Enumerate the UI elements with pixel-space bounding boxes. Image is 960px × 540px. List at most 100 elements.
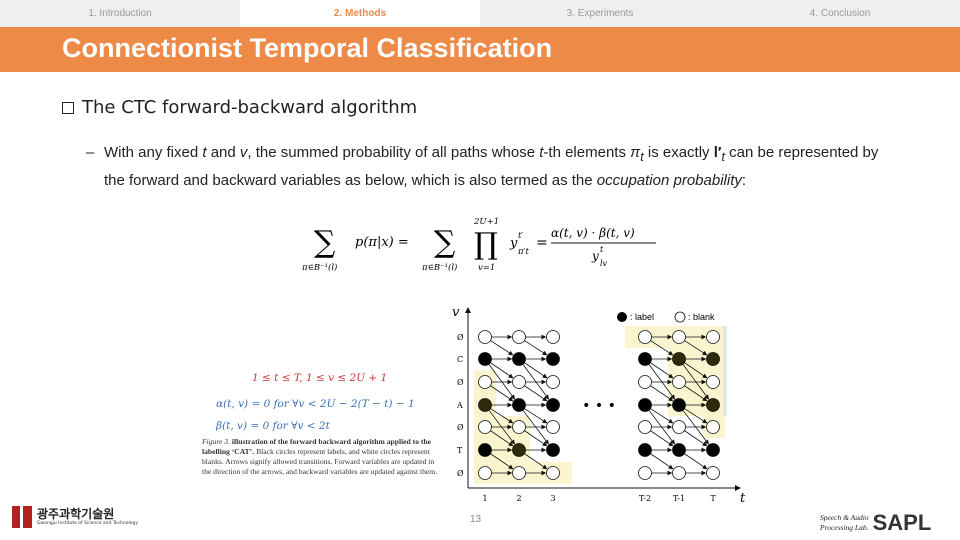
label-node xyxy=(546,443,560,457)
occupation-formula: ∑ π∈B⁻¹(l) p(π|x) = ∑ π∈B⁻¹(l) 2U+1 ∏ v=… xyxy=(301,217,656,273)
lab-line1: Speech & Audio xyxy=(820,513,869,522)
v-axis-label: v xyxy=(452,305,460,320)
label-node xyxy=(512,352,526,366)
math-v: v xyxy=(239,144,248,161)
gist-logo: 광주과학기술원 Gwangju Institute of Science and… xyxy=(12,506,138,528)
text-part: is exactly xyxy=(643,144,714,161)
blank-node xyxy=(672,375,686,389)
beta-condition: β(t, v) = 0 for ∀v < 2t xyxy=(216,420,330,432)
transition-arrow xyxy=(524,362,548,379)
transition-arrow xyxy=(684,340,708,356)
blank-node xyxy=(638,420,652,434)
col-label: T-2 xyxy=(639,494,651,503)
transition-arrow xyxy=(524,430,548,447)
blank-node xyxy=(546,466,560,480)
text-part: can be represented by the forward and ba… xyxy=(104,144,879,189)
blank-node xyxy=(512,330,526,344)
label-node xyxy=(672,398,686,412)
tab-experiments[interactable]: 3. Experiments xyxy=(566,8,634,19)
row-label: Ø xyxy=(457,378,464,387)
transition-arrow xyxy=(522,363,550,400)
bullet-text: The CTC forward-backward algorithm xyxy=(82,97,418,118)
tab-methods[interactable]: 2. Methods xyxy=(240,0,480,27)
transition-arrow xyxy=(684,385,708,402)
label-node xyxy=(706,398,720,412)
label-node xyxy=(672,352,686,366)
sum-symbol: ∑ xyxy=(314,225,336,260)
label-node xyxy=(478,443,492,457)
sub-bullet-text: With any fixed t and v, the summed proba… xyxy=(104,141,886,192)
math-pi: π xyxy=(630,144,641,161)
label-node xyxy=(672,443,686,457)
transition-arrow xyxy=(490,408,514,424)
section-tabs: 1. Introduction 2. Methods 3. Experiment… xyxy=(0,0,960,27)
blank-node xyxy=(706,466,720,480)
blank-node xyxy=(706,330,720,344)
math-l: l′ xyxy=(713,144,722,161)
blank-node xyxy=(638,375,652,389)
label-node xyxy=(638,398,652,412)
tab-conclusion[interactable]: 4. Conclusion xyxy=(809,8,871,19)
blank-node xyxy=(706,375,720,389)
blank-node xyxy=(546,375,560,389)
blank-node xyxy=(672,420,686,434)
transition-arrow xyxy=(650,362,674,379)
transition-arrow xyxy=(488,363,516,400)
transition-arrow xyxy=(490,340,514,356)
transition-arrows xyxy=(488,334,710,476)
transition-arrow xyxy=(490,430,514,447)
trellis-nodes xyxy=(478,330,720,480)
blank-node xyxy=(512,420,526,434)
text-part: , the summed probability of all paths wh… xyxy=(247,144,540,161)
transition-arrow xyxy=(684,362,708,379)
page-number: 13 xyxy=(470,514,482,525)
lab-line2: Processing Lab. xyxy=(820,523,869,532)
y-sub: π′t xyxy=(517,247,530,257)
legend-label-text: : label xyxy=(630,312,654,322)
label-node xyxy=(546,352,560,366)
blank-node xyxy=(512,375,526,389)
legend-blank-text: : blank xyxy=(688,312,715,322)
main-bullet: The CTC forward-backward algorithm xyxy=(62,97,417,118)
transition-arrow xyxy=(682,363,710,400)
den-y: y xyxy=(591,249,599,263)
transition-arrow xyxy=(650,408,674,424)
math-t: t xyxy=(202,144,207,161)
label-node xyxy=(478,352,492,366)
transition-arrow xyxy=(648,363,676,400)
blank-node xyxy=(478,375,492,389)
transition-arrow xyxy=(524,408,548,424)
den-sup: t xyxy=(600,245,604,254)
caption-fig-label: Figure 3. xyxy=(202,437,230,446)
blank-node xyxy=(546,330,560,344)
label-node xyxy=(638,352,652,366)
range-condition: 1 ≤ t ≤ T, 1 ≤ v ≤ 2U + 1 xyxy=(252,372,388,384)
title-bar: Connectionist Temporal Classification xyxy=(0,27,960,72)
text-part: and xyxy=(206,144,240,161)
blank-node xyxy=(512,466,526,480)
transition-arrow xyxy=(684,408,708,424)
col-label: T-1 xyxy=(673,494,685,503)
label-node xyxy=(546,398,560,412)
sum-symbol-2: ∑ xyxy=(434,225,456,260)
math-sub: t xyxy=(721,150,725,164)
transition-arrow xyxy=(650,385,674,402)
gist-emblem-icon xyxy=(12,506,32,528)
tab-introduction[interactable]: 1. Introduction xyxy=(88,8,152,19)
transition-arrow xyxy=(490,385,514,402)
transition-arrow xyxy=(524,340,548,356)
col-label: 3 xyxy=(550,494,555,503)
sum-subscript: π∈B⁻¹(l) xyxy=(301,262,337,273)
y-term: y xyxy=(509,236,518,251)
row-label: Ø xyxy=(457,333,464,342)
text-part: With any fixed xyxy=(104,144,203,161)
blank-node xyxy=(672,330,686,344)
blank-node xyxy=(546,420,560,434)
blank-node xyxy=(478,466,492,480)
numerator: α(t, v) · β(t, v) xyxy=(551,226,635,240)
alpha-condition: α(t, v) = 0 for ∀v < 2U − 2(T − t) − 1 xyxy=(216,398,415,410)
transition-arrow xyxy=(490,453,514,470)
sapl-brand: SAPL xyxy=(872,510,932,535)
